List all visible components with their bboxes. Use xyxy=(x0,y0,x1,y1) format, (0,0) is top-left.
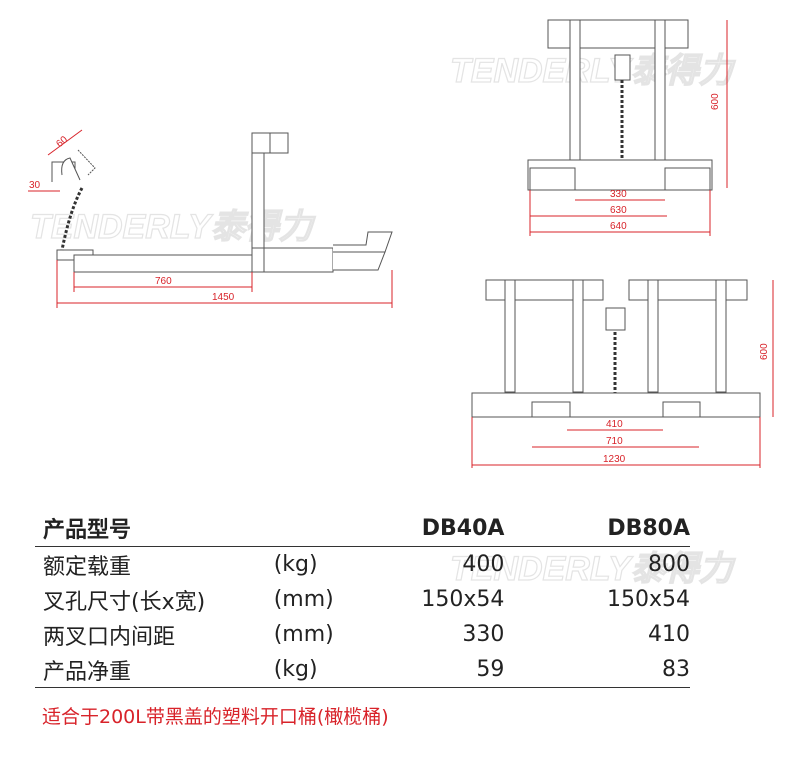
row-unit: (mm) xyxy=(273,587,334,612)
dim-1230: 1230 xyxy=(603,454,626,465)
table-row: 两叉口内间距 (mm) 330 410 xyxy=(35,617,690,652)
db80a-front-drawing xyxy=(471,279,761,418)
side-view-dimensions xyxy=(28,129,393,308)
watermark: TENDERLY泰得力 xyxy=(450,52,736,90)
dim-410: 410 xyxy=(606,419,623,430)
footer-note: 适合于200L带黑盖的塑料开口桶(橄榄桶) xyxy=(42,706,389,728)
dim-710: 710 xyxy=(606,436,623,447)
row-label: 叉孔尺寸(长x宽) xyxy=(43,589,206,615)
row-label: 产品净重 xyxy=(35,652,274,688)
db80a-value: 410 xyxy=(648,622,690,647)
dim-630: 630 xyxy=(610,205,627,216)
technical-drawings: TENDERLY泰得力 TENDERLY泰得力 760 1450 30 60 xyxy=(28,19,774,468)
db80a-value: 83 xyxy=(504,652,690,688)
row-unit: (kg) xyxy=(273,552,318,577)
table-row: 产品净重 (kg) 59 83 xyxy=(35,652,690,688)
db40a-value: 150x54 xyxy=(421,587,505,612)
row-unit: (mm) xyxy=(273,622,334,647)
db80a-value: 800 xyxy=(648,552,690,577)
db80a-value: 150x54 xyxy=(606,587,690,612)
db40a-value: 400 xyxy=(462,552,505,577)
dim-30: 30 xyxy=(29,180,41,191)
header-model: 产品型号 xyxy=(35,510,274,547)
watermark: TENDERLY泰得力 xyxy=(30,208,316,246)
header-db80a: DB80A xyxy=(504,510,690,547)
dim-760: 760 xyxy=(155,276,172,287)
db40a-value: 330 xyxy=(462,622,505,647)
db40a-front-drawing xyxy=(527,19,713,191)
dim-600: 600 xyxy=(759,343,770,360)
header-db40a: DB40A xyxy=(374,510,505,547)
dim-640: 640 xyxy=(610,221,627,232)
db40a-dimensions xyxy=(529,20,728,236)
spec-table: 产品型号 DB40A DB80A 额定载重 (kg) 400 800 叉孔尺寸(… xyxy=(35,510,690,688)
dim-60: 60 xyxy=(54,134,70,150)
db40a-value: 59 xyxy=(374,652,505,688)
table-header: 产品型号 DB40A DB80A xyxy=(35,510,690,547)
dim-330: 330 xyxy=(610,189,627,200)
db80a-dimensions xyxy=(471,280,774,468)
dim-600: 600 xyxy=(710,93,721,110)
side-view-drawing xyxy=(51,132,393,273)
row-unit: (kg) xyxy=(273,652,375,688)
table-row: 额定载重 (kg) 400 800 xyxy=(35,547,690,583)
dim-1450: 1450 xyxy=(212,292,235,303)
row-label: 额定载重 xyxy=(43,554,132,580)
table-row: 叉孔尺寸(长x宽) (mm) 150x54 150x54 xyxy=(35,582,690,617)
header-unit xyxy=(273,510,375,547)
row-label: 两叉口内间距 xyxy=(43,624,176,650)
